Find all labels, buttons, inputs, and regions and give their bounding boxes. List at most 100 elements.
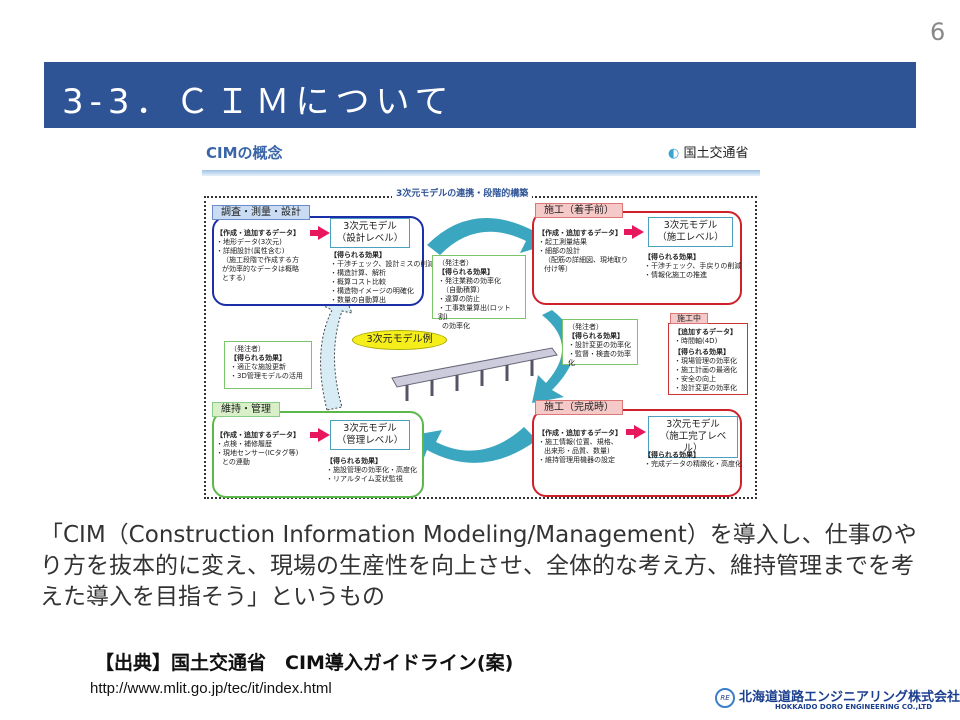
- data-head: 【追加するデータ】: [674, 328, 737, 336]
- effect-head: 【得られる効果】: [326, 457, 382, 465]
- maint-model: 3次元モデル（管理レベル）: [330, 420, 410, 450]
- diagram-heading: CIMの概念: [206, 144, 283, 162]
- model-level: （施工完了レベル）: [659, 431, 727, 454]
- slide-title: 3-3．ＣＩＭについて: [62, 82, 455, 122]
- effect-item: ・発注業務の効率化: [438, 277, 501, 285]
- effect-item: ・3D管理モデルの活用: [230, 372, 303, 380]
- data-item: とする）: [222, 274, 250, 282]
- data-item: との連動: [222, 458, 250, 466]
- effect-item: ・工事数量算出(ロット割): [438, 304, 511, 321]
- effect-item: ・完成データの精緻化・高度化: [644, 460, 742, 468]
- band-title: 3次元モデルの連携・段階的構築: [392, 190, 533, 199]
- data-item: ・現地センサー(ICタグ等): [216, 449, 299, 457]
- effect-item: ・構造計算、解析: [330, 269, 386, 277]
- maintenance-tab: 維持・管理: [212, 402, 280, 417]
- model-title: 3次元モデル: [663, 220, 718, 231]
- data-item: ・詳細設計(属性含む): [216, 247, 285, 255]
- effect-item: ・安全の向上: [674, 375, 716, 383]
- model-level: （施工レベル）: [657, 232, 724, 243]
- data-item: 出来形・品質、数量): [544, 447, 610, 455]
- effect-item: ・情報化施工の推進: [644, 271, 707, 279]
- ministry-name: 国土交通省: [683, 146, 749, 161]
- orderer-effects-box-1: （発注者）【得られる効果】 ・発注業務の効率化（自動積算）・違算の防止・工事数量…: [432, 255, 526, 330]
- pre-data: 【作成・追加するデータ】 ・起工測量結果・細部の設計（配筋の詳細図、現地取り付け…: [538, 229, 628, 274]
- data-head: 【作成・追加するデータ】: [216, 229, 300, 237]
- pre-model: 3次元モデル（施工レベル）: [648, 217, 733, 247]
- effect-head: 【得られる効果】: [330, 251, 386, 259]
- model-title: 3次元モデル: [666, 419, 720, 430]
- effect-item: ・現場管理の効率化: [674, 357, 737, 365]
- effect-item: ・リアルタイム変状監視: [326, 475, 403, 483]
- data-item: ・施工情報(位置、規格、: [538, 438, 618, 446]
- pre-construction-tab: 施工（着手前）: [535, 203, 623, 218]
- effect-head: 【得られる効果】: [644, 253, 700, 261]
- pink-arrow-icon: [310, 428, 330, 442]
- company-name-en: HOKKAIDO DORO ENGINEERING CO.,LTD: [775, 703, 933, 711]
- orderer-label: （発注者）: [230, 345, 265, 353]
- orderer-effects-box-2: （発注者）【得られる効果】 ・設計変更の効率化・監督・検査の効率化: [562, 319, 638, 367]
- arrow-maint-to-design: [320, 289, 353, 411]
- effect-item: ・干渉チェック、設計ミスの削減: [330, 260, 435, 268]
- data-item: ・点検・補修履歴: [216, 440, 272, 448]
- pink-arrow-icon: [624, 225, 644, 239]
- effect-item: ・施工計画の最適化: [674, 366, 737, 374]
- model-example-label: 3次元モデル例: [352, 330, 447, 350]
- data-head: 【作成・追加するデータ】: [538, 229, 622, 237]
- maint-data: 【作成・追加するデータ】 ・点検・補修履歴・現地センサー(ICタグ等)との連動: [216, 431, 300, 467]
- ministry-label: ◐ 国土交通省: [668, 146, 749, 161]
- data-item: が効率的なデータは概略: [222, 265, 299, 273]
- effect-item: ・構造物イメージの明確化: [330, 287, 414, 295]
- model-title: 3次元モデル: [343, 423, 397, 434]
- source-citation: 【出典】国土交通省 CIM導入ガイドライン(案): [95, 652, 514, 674]
- data-item: ・地形データ(3次元): [216, 238, 282, 246]
- data-item: ・細部の設計: [538, 247, 580, 255]
- effect-head: 【得られる効果】: [644, 451, 700, 459]
- effect-item: ・監督・検査の効率化: [568, 350, 631, 367]
- effect-item: ・適正な施設更新: [230, 363, 286, 371]
- effect-item: ・数量の自動算出: [330, 296, 386, 304]
- design-tab: 調査・測量・設計: [212, 205, 310, 220]
- company-name-jp: 北海道道路エンジニアリング株式会社: [739, 690, 960, 705]
- header-line: [202, 170, 760, 176]
- effect-head: 【得られる効果】: [230, 354, 286, 362]
- orderer-effects-box-3: （発注者）【得られる効果】 ・適正な施設更新・3D管理モデルの活用: [224, 341, 312, 389]
- model-level: （管理レベル）: [336, 435, 404, 446]
- effect-item: （自動積算）: [442, 286, 484, 294]
- design-data: 【作成・追加するデータ】 ・地形データ(3次元)・詳細設計(属性含む)（施工段階…: [216, 229, 300, 283]
- maint-effects: 【得られる効果】 ・施設管理の効率化・高度化・リアルタイム変状監視: [326, 457, 417, 484]
- effect-head: 【得られる効果】: [674, 348, 730, 356]
- orderer-label: （発注者）: [438, 259, 473, 267]
- during-construction-box: 【追加するデータ】・時間軸(4D) 【得られる効果】 ・現場管理の効率化・施工計…: [668, 323, 748, 395]
- model-level: （設計レベル）: [336, 233, 404, 244]
- done-model: 3次元モデル（施工完了レベル）: [648, 416, 738, 458]
- pink-arrow-icon: [310, 226, 330, 240]
- bridge-model-image: [391, 347, 558, 401]
- effect-head: 【得られる効果】: [438, 268, 494, 276]
- data-item: 付け等）: [544, 265, 572, 273]
- effect-item: ・干渉チェック、手戻りの削減: [644, 262, 742, 270]
- data-item: ・時間軸(4D): [674, 337, 718, 345]
- ministry-logo-icon: ◐: [668, 146, 684, 161]
- effect-head: 【得られる効果】: [568, 332, 624, 340]
- effect-item: の効率化: [442, 322, 470, 330]
- data-item: （施工段階で作成する方: [222, 256, 299, 264]
- data-head: 【作成・追加するデータ】: [538, 429, 622, 437]
- effect-item: ・設計変更の効率化: [568, 341, 631, 349]
- arrow-design-to-pre: [427, 217, 547, 255]
- data-item: （配筋の詳細図、現地取り: [544, 256, 628, 264]
- page-number: 6: [930, 18, 946, 46]
- effect-item: ・概算コスト比較: [330, 278, 386, 286]
- design-model: 3次元モデル（設計レベル）: [330, 218, 410, 248]
- done-data: 【作成・追加するデータ】 ・施工情報(位置、規格、出来形・品質、数量)・維持管理…: [538, 429, 622, 465]
- completion-tab: 施工（完成時）: [535, 400, 623, 415]
- design-effects: 【得られる効果】 ・干渉チェック、設計ミスの削減・構造計算、解析・概算コスト比較…: [330, 251, 434, 305]
- effect-item: ・施設管理の効率化・高度化: [326, 466, 417, 474]
- arrow-done-to-maint: [414, 427, 537, 463]
- effect-item: ・設計変更の効率化: [674, 384, 737, 392]
- source-url[interactable]: http://www.mlit.go.jp/tec/it/index.html: [90, 680, 332, 697]
- during-construction-tab: 施工中: [670, 313, 708, 324]
- effect-item: ・違算の防止: [438, 295, 480, 303]
- company-logo-icon: RE: [715, 688, 735, 708]
- title-bar: [44, 62, 916, 128]
- pre-effects: 【得られる効果】 ・干渉チェック、手戻りの削減・情報化施工の推進: [644, 253, 741, 280]
